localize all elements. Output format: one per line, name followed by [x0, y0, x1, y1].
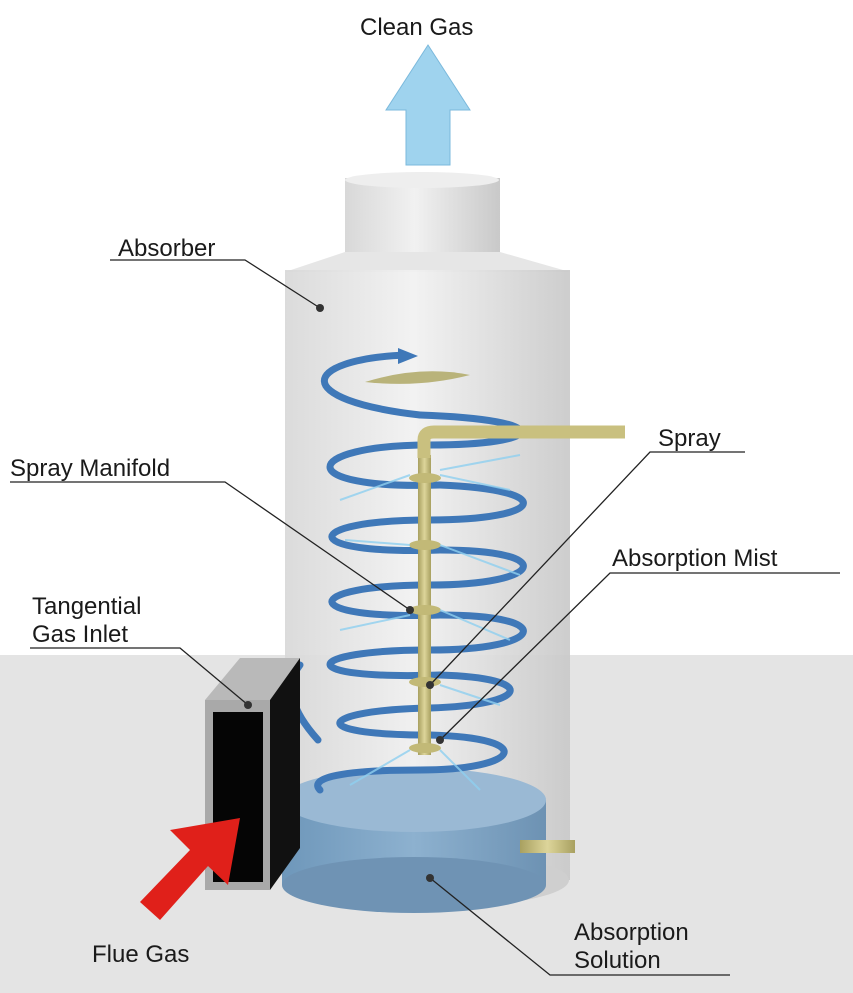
- label-flue-gas: Flue Gas: [92, 941, 189, 968]
- label-tangential-line1: Tangential: [32, 593, 141, 620]
- leader-lines: [10, 259, 840, 976]
- outlet-pipe: [520, 840, 575, 853]
- flow-arrowhead: [398, 348, 418, 364]
- flue-gas-arrow: [140, 818, 240, 920]
- label-absorption-mist: Absorption Mist: [612, 545, 778, 572]
- label-tangential-line2: Gas Inlet: [32, 621, 128, 648]
- label-absorption-solution-line2: Solution: [574, 947, 661, 974]
- label-spray-manifold: Spray Manifold: [10, 455, 170, 482]
- spray-manifold: [409, 425, 625, 853]
- spray-cone: [365, 371, 470, 384]
- label-clean-gas: Clean Gas: [360, 14, 473, 41]
- label-absorption-solution-line1: Absorption: [574, 919, 689, 946]
- absorption-mist: [339, 454, 521, 791]
- absorption-solution: [282, 768, 546, 913]
- label-absorber: Absorber: [118, 235, 215, 262]
- label-spray: Spray: [658, 425, 721, 452]
- clean-gas-arrow: [385, 44, 471, 166]
